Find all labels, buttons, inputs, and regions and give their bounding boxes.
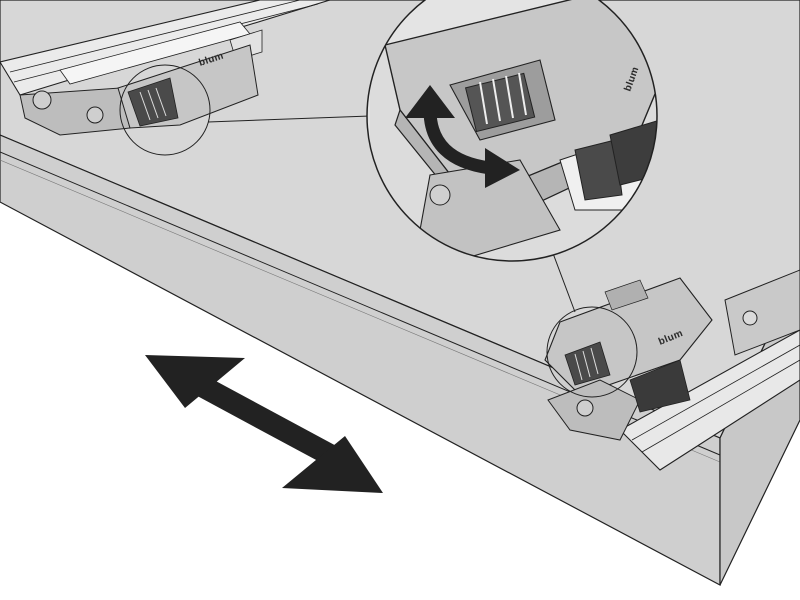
double-headed-arrow-icon: [145, 355, 383, 493]
locking-device-right: blum: [544, 277, 713, 441]
locking-device-left: blum: [19, 44, 259, 136]
leader-line: [207, 115, 371, 123]
curved-double-arrow-icon: [405, 85, 520, 188]
zoom-detail: blum: [366, 0, 658, 262]
runner-rail-front: [619, 269, 800, 471]
detail-reference-circle-right: [546, 306, 638, 398]
detail-reference-circle-left: [119, 64, 211, 156]
